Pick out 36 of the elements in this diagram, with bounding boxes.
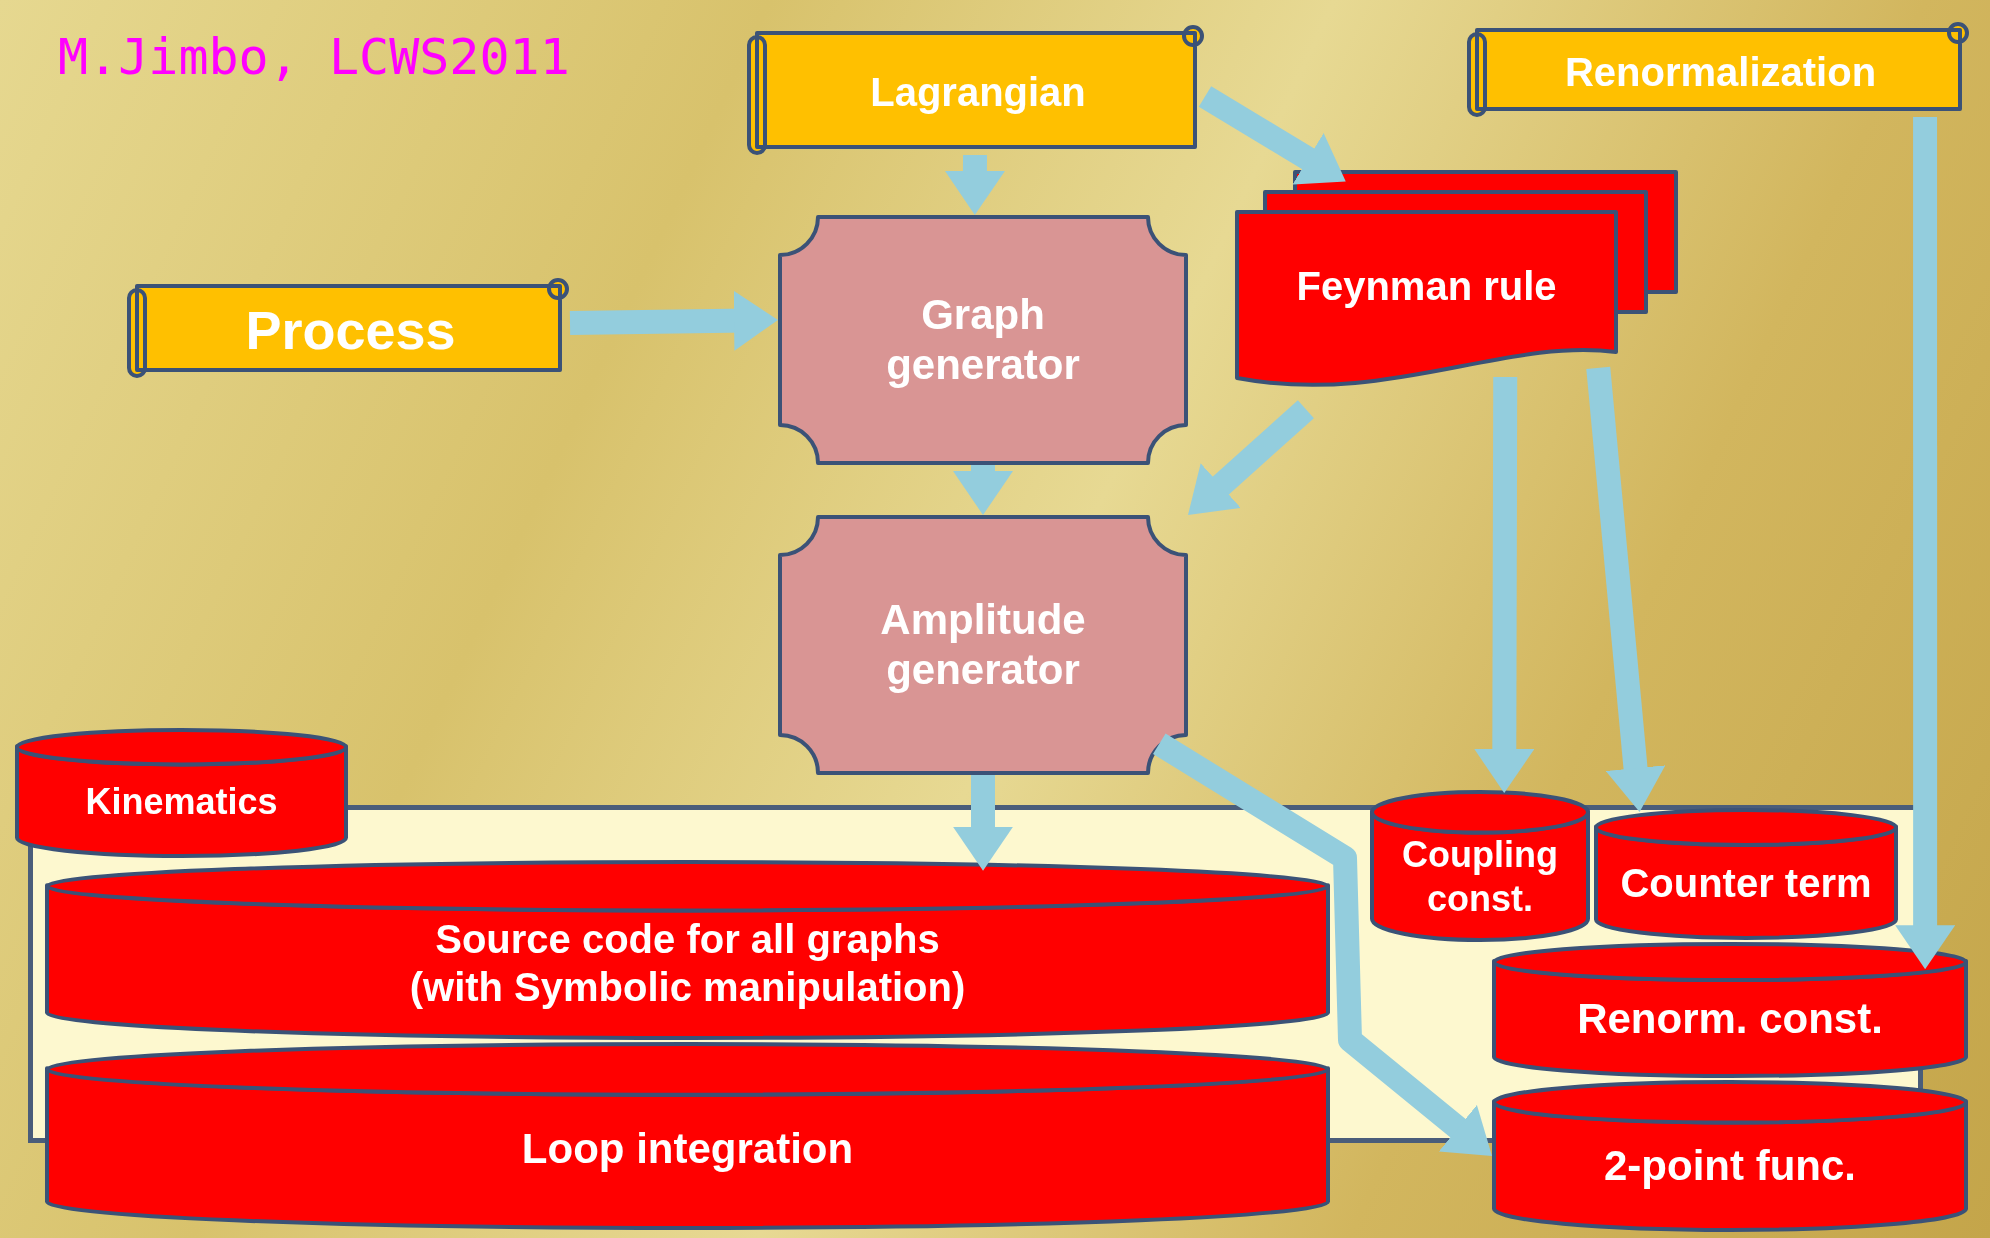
database-cylinder (45, 1042, 1330, 1230)
block-arrow (953, 465, 1013, 515)
node-text: Kinematics (85, 780, 278, 824)
block-arrow (1895, 117, 1956, 970)
block-arrow (1474, 376, 1535, 794)
node-text: Coupling const. (1401, 833, 1559, 920)
database-cylinder (1492, 1080, 1968, 1232)
block-arrow (569, 290, 778, 351)
block-arrow (944, 154, 1005, 215)
scroll-banner (1465, 22, 1970, 117)
scroll-banner (745, 25, 1205, 155)
node-text: Loop integration (521, 1123, 854, 1174)
scroll-banner (125, 278, 570, 378)
node-text: Renorm. const. (1577, 994, 1883, 1045)
database-cylinder (1594, 808, 1898, 940)
plaque-box (778, 215, 1188, 465)
plaque-box (778, 515, 1188, 775)
node-text: Amplitude generator (879, 594, 1087, 695)
node-text: Renormalization (1564, 48, 1877, 96)
node-text: Lagrangian (870, 69, 1086, 116)
node-text: Feynman rule (1296, 263, 1557, 310)
block-arrow (1153, 733, 1492, 1156)
node-text: Graph generator (885, 289, 1081, 390)
block-arrow (953, 775, 1014, 871)
database-cylinder (45, 860, 1330, 1040)
block-arrow (1188, 400, 1314, 515)
annotation-text: M.Jimbo, LCWS2011 (58, 28, 570, 86)
node-text: Source code for all graphs (with Symbolic manipulation) (408, 915, 967, 1011)
database-cylinder (1370, 790, 1590, 942)
node-text: Process (245, 298, 456, 362)
database-cylinder (15, 728, 348, 858)
database-cylinder (1492, 942, 1968, 1078)
node-text: 2-point func. (1604, 1141, 1856, 1192)
node-text: Counter term (1620, 860, 1872, 908)
block-arrow (1198, 86, 1346, 185)
block-arrow (1586, 366, 1666, 812)
